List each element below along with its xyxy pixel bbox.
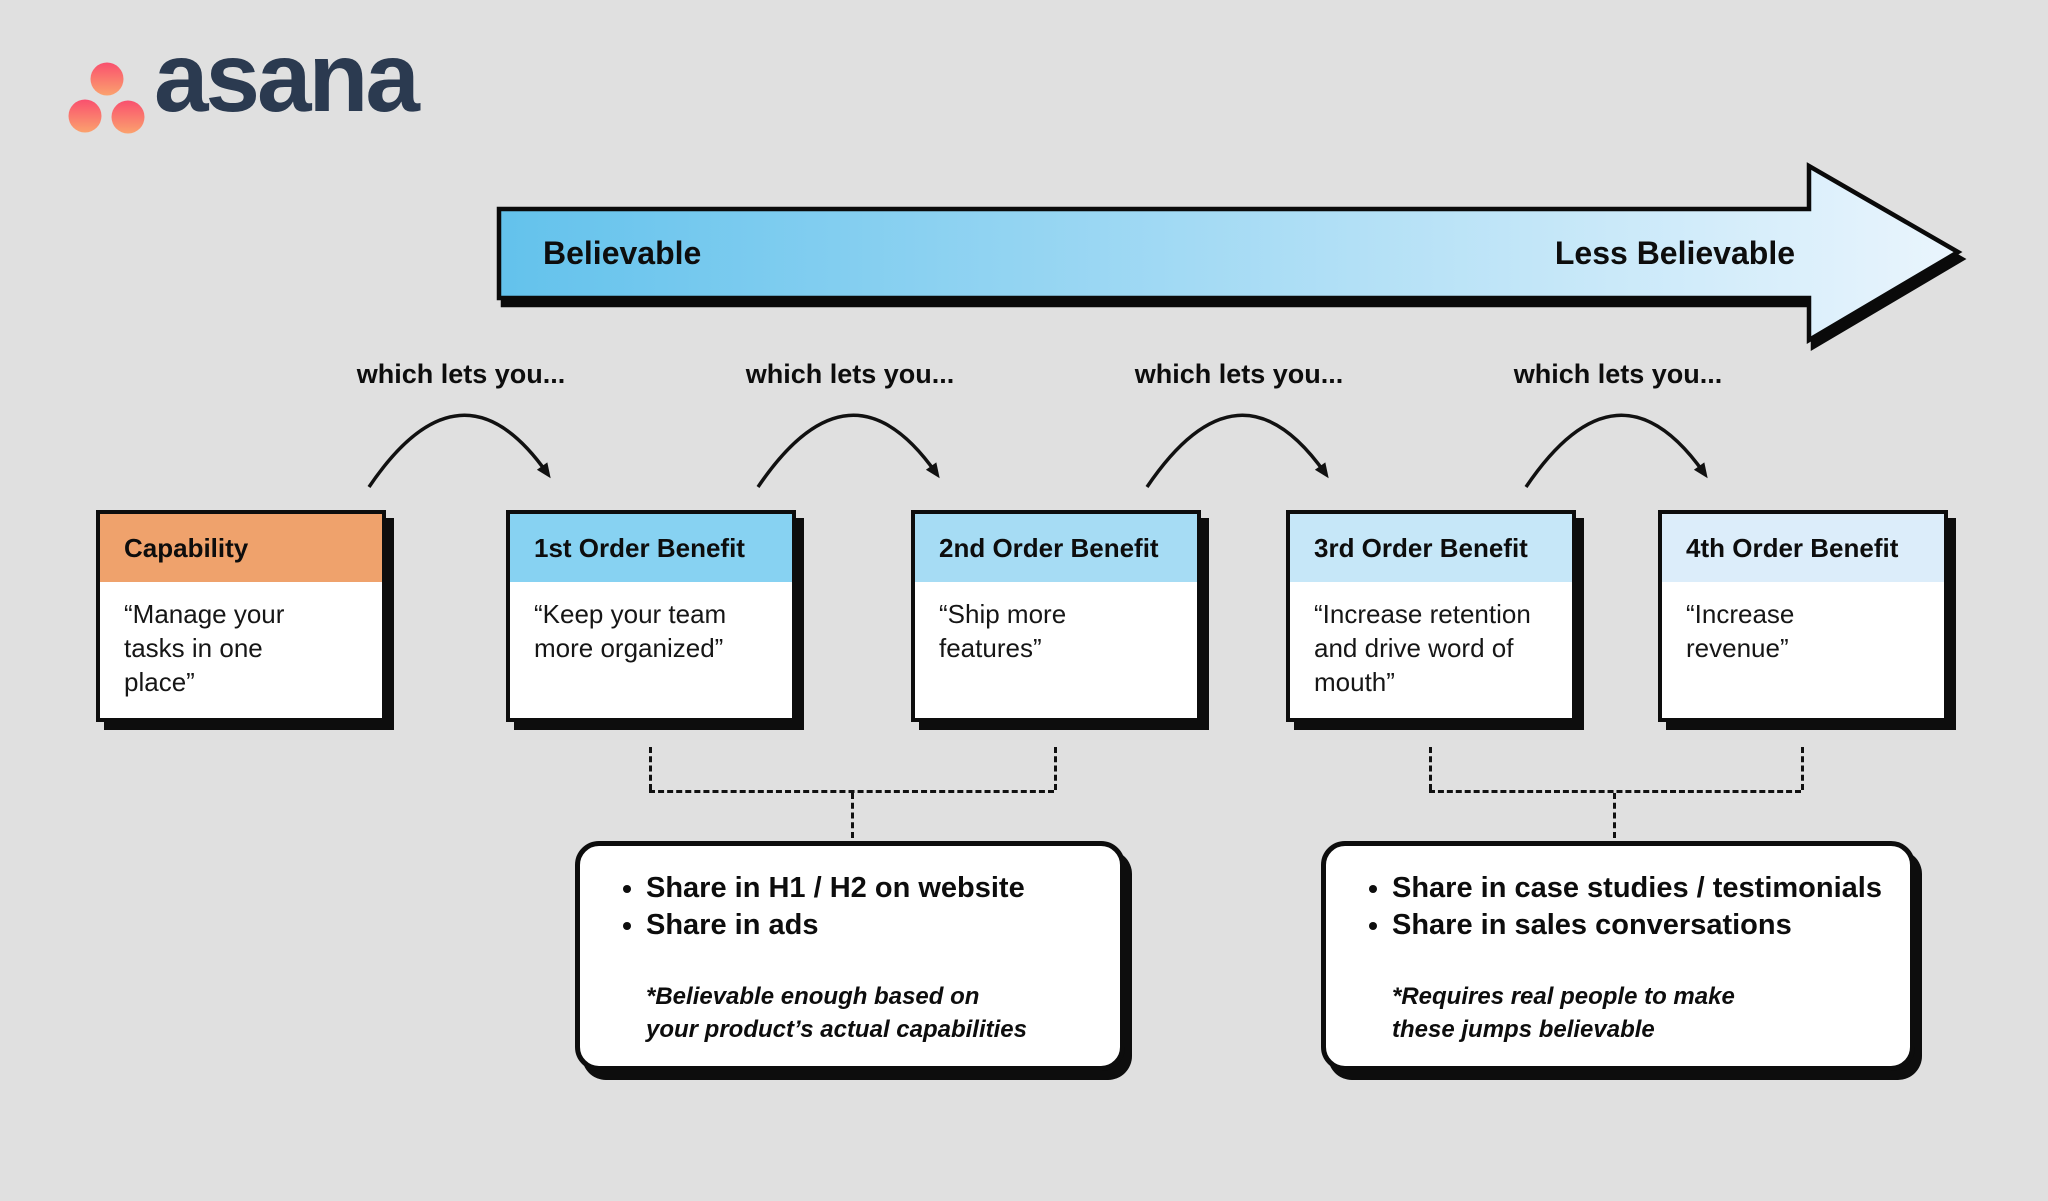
card-title: Capability [124,532,249,563]
callout-bullet: Share in H1 / H2 on website [646,870,1106,907]
dashed-connector-segment [649,790,1054,793]
callout-bullet-list: Share in case studies / testimonials Sha… [1362,870,1896,944]
card-title: 1st Order Benefit [534,532,745,563]
transition-label: which lets you... [1513,359,1723,389]
transition-label: which lets you... [1134,359,1344,389]
transition-arc-arrow [367,413,551,488]
benefit-card-4th-order: 4th Order Benefit “Increase revenue” [1658,510,1948,722]
asana-logo-dots-icon [68,62,145,134]
callout-bullet: Share in ads [646,907,1106,944]
benefit-card-3rd-order: 3rd Order Benefit “Increase retention an… [1286,510,1576,722]
callout-note: *Believable enough based on your product… [646,983,1027,1043]
dashed-connector-segment [1429,747,1432,790]
asana-wordmark: asana [154,22,420,132]
card-header: 1st Order Benefit [510,514,792,582]
less-believable-label: Less Believable [1554,235,1795,271]
card-header: Capability [100,514,382,582]
believability-spectrum-arrow [496,162,1963,344]
card-title: 2nd Order Benefit [939,532,1159,563]
benefit-card-capability: Capability “Manage your tasks in one pla… [96,510,386,722]
card-title: 4th Order Benefit [1686,532,1899,563]
callout-bullet: Share in sales conversations [1392,907,1896,944]
card-quote: “Increase retention and drive word of mo… [1314,599,1531,697]
callout-note: *Requires real people to make these jump… [1392,983,1735,1043]
benefit-card-1st-order: 1st Order Benefit “Keep your team more o… [506,510,796,722]
benefit-card-2nd-order: 2nd Order Benefit “Ship more features” [911,510,1201,722]
transition-arc-arrow [756,413,940,488]
card-quote: “Increase revenue” [1686,599,1795,663]
transition-label: which lets you... [356,359,566,389]
callout-bullet-list: Share in H1 / H2 on website Share in ads [616,870,1106,944]
card-header: 2nd Order Benefit [915,514,1197,582]
card-quote: “Ship more features” [939,599,1067,663]
dashed-connector-segment [1801,747,1804,790]
believable-label: Believable [543,235,702,271]
dashed-connector-segment [1429,790,1801,793]
dashed-connector-segment [1054,747,1057,790]
transition-label: which lets you... [745,359,955,389]
card-title: 3rd Order Benefit [1314,532,1528,563]
dashed-connector-segment [851,793,854,838]
dashed-connector-segment [1613,793,1616,838]
card-header: 3rd Order Benefit [1290,514,1572,582]
transition-arc-arrow [1145,413,1329,488]
card-quote: “Keep your team more organized” [534,599,727,663]
dashed-connector-segment [649,747,652,790]
card-header: 4th Order Benefit [1662,514,1944,582]
transition-arc-arrow [1524,413,1708,488]
callout-box-early-benefits: Share in H1 / H2 on website Share in ads… [575,841,1125,1071]
callout-bullet: Share in case studies / testimonials [1392,870,1896,907]
card-quote: “Manage your tasks in one place” [124,599,285,697]
callout-box-later-benefits: Share in case studies / testimonials Sha… [1321,841,1915,1071]
